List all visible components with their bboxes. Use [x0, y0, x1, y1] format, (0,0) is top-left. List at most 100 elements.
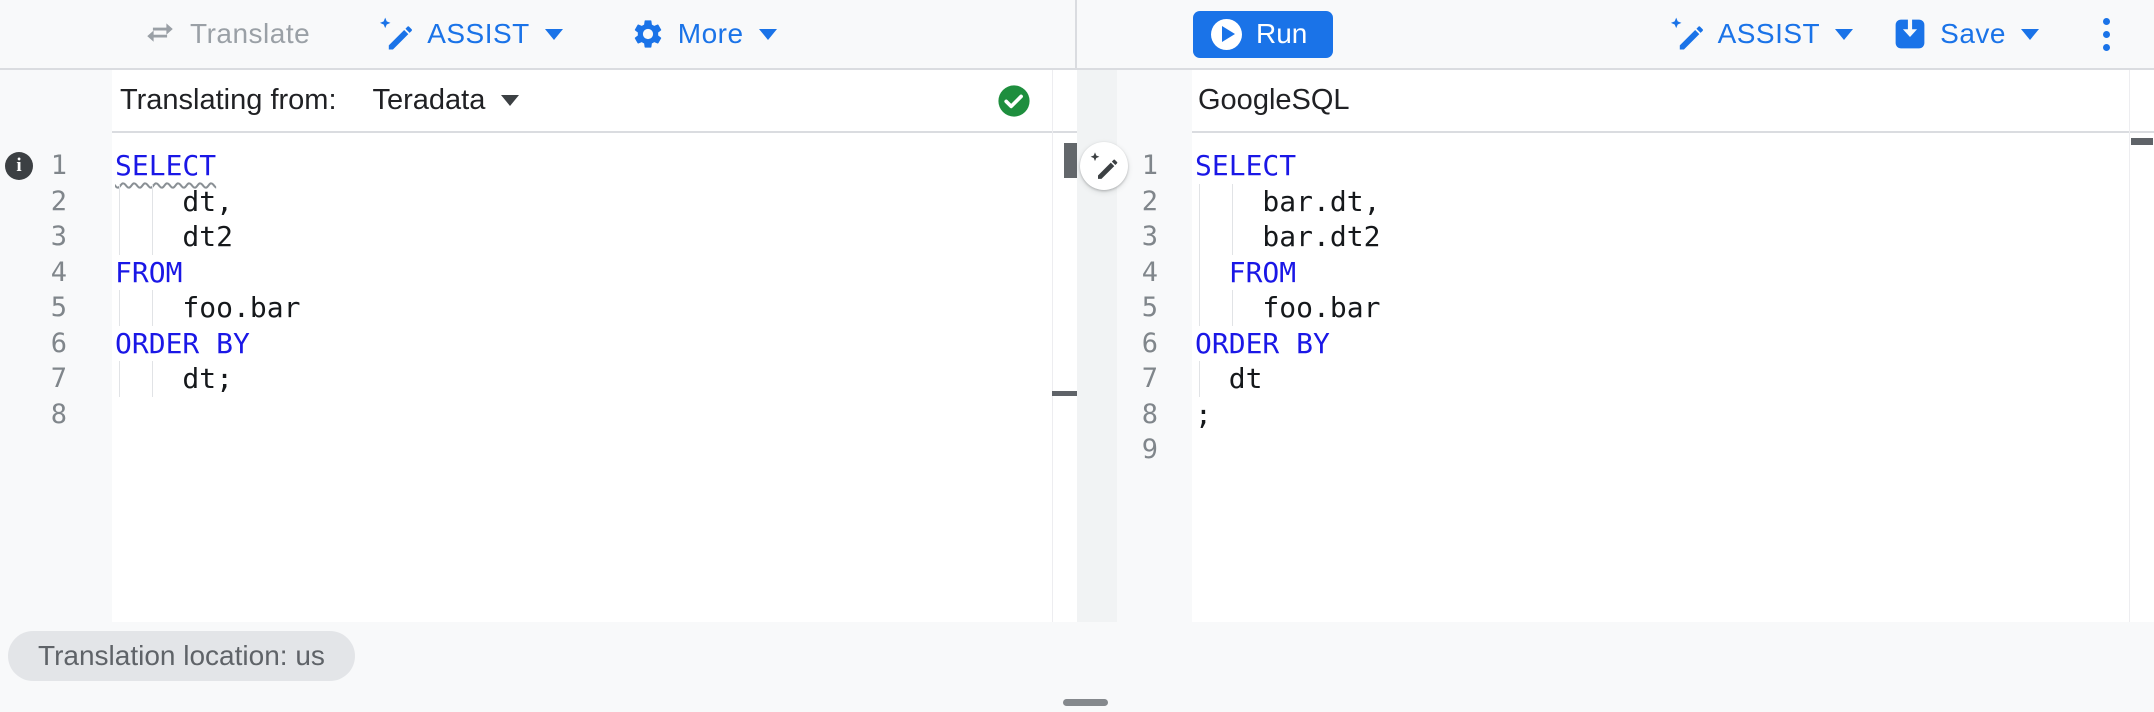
code-line[interactable] [1195, 432, 2154, 468]
translating-from-label: Translating from: [120, 84, 337, 116]
code-line[interactable]: SELECT [1195, 148, 2154, 184]
indent-guide [1199, 183, 1200, 219]
run-label: Run [1256, 18, 1308, 49]
sql-text: foo.bar [1195, 291, 1381, 324]
indent-guide [1199, 219, 1200, 255]
assist-button[interactable]: ASSIST [378, 16, 563, 52]
chevron-down-icon [2021, 28, 2039, 40]
sql-text: bar.dt2 [1195, 220, 1381, 253]
line-number: 2 [50, 185, 67, 217]
run-button[interactable]: Run [1193, 10, 1334, 58]
save-icon [1893, 17, 1927, 51]
target-dialect-label: GoogleSQL [1198, 84, 1350, 116]
indent-guide [1232, 290, 1233, 326]
assist-wand-button[interactable] [1080, 142, 1128, 190]
chevron-down-icon [1835, 28, 1854, 40]
indent-guide [1199, 290, 1200, 326]
overview-ruler-marker [1052, 391, 1077, 396]
save-label: Save [1940, 18, 2006, 49]
pen-spark-icon [1089, 151, 1119, 181]
code-line[interactable]: SELECT [115, 148, 1077, 184]
translation-location-label: Translation location: us [38, 640, 325, 671]
indent-guide [1199, 361, 1200, 397]
source-dialect-select[interactable]: Teradata [367, 83, 526, 118]
code-line[interactable]: FROM [115, 255, 1077, 291]
code-line[interactable]: dt; [115, 361, 1077, 397]
translate-label: Translate [190, 18, 311, 49]
indent-guide [119, 219, 120, 255]
toolbar: Translate ASSIST More Run [0, 0, 2154, 70]
code-line[interactable]: dt2 [115, 219, 1077, 255]
sql-text: dt, [115, 184, 234, 218]
gear-icon [631, 17, 665, 51]
line-number: 8 [50, 398, 67, 430]
kebab-menu-icon[interactable] [2097, 12, 2116, 57]
chevron-down-icon [544, 28, 563, 40]
code-line[interactable] [115, 397, 1077, 433]
check-circle-icon [997, 84, 1031, 118]
translation-location-chip: Translation location: us [8, 631, 355, 681]
more-label: More [677, 18, 744, 49]
line-number: 7 [1141, 363, 1158, 394]
line-number: 9 [1141, 434, 1158, 465]
code-line[interactable]: dt, [115, 183, 1077, 219]
sql-keyword: ORDER BY [1195, 326, 1330, 360]
indent-guide [152, 290, 153, 326]
sql-keyword: FROM [115, 255, 183, 289]
indent-guide [1232, 183, 1233, 219]
toolbar-left: Translate ASSIST More [0, 0, 1077, 68]
translate-button[interactable]: Translate [143, 17, 310, 51]
indent-guide [119, 361, 120, 397]
scrollbar-thumb[interactable] [1064, 143, 1077, 178]
save-button[interactable]: Save [1893, 17, 2039, 51]
pen-spark-icon [1669, 16, 1705, 52]
source-panel-header: Translating from: Teradata [112, 70, 1077, 133]
code-line[interactable]: foo.bar [115, 290, 1077, 326]
more-button[interactable]: More [631, 17, 777, 51]
chevron-down-icon [758, 28, 777, 40]
line-number: 3 [50, 221, 67, 252]
sql-text: dt [1195, 362, 1263, 395]
target-panel-header: GoogleSQL [1192, 70, 2154, 133]
scrollbar-track [2129, 70, 2130, 622]
resize-drag-handle[interactable] [1063, 699, 1108, 706]
assist-label: ASSIST [1717, 18, 1821, 49]
code-line[interactable]: bar.dt, [1195, 183, 2154, 219]
indent-guide [119, 183, 120, 219]
line-number: 3 [1141, 221, 1158, 252]
code-line[interactable]: dt [1195, 361, 2154, 397]
sql-text: foo.bar [115, 291, 301, 324]
indent-guide [1232, 219, 1233, 255]
pen-spark-icon [378, 16, 414, 52]
source-panel-body: Translating from: Teradata SELECT dt, dt… [112, 70, 1077, 622]
dialect-value: Teradata [372, 84, 486, 116]
chevron-down-icon [501, 95, 520, 106]
code-line[interactable]: FROM [1195, 254, 2154, 290]
indent-guide [119, 290, 120, 326]
code-line[interactable]: bar.dt2 [1195, 219, 2154, 255]
indent-guide [152, 361, 153, 397]
info-icon[interactable]: i [5, 152, 33, 180]
code-line[interactable]: ORDER BY [115, 326, 1077, 362]
code-line[interactable]: ORDER BY [1195, 326, 2154, 362]
footer: Translation location: us [0, 622, 2154, 712]
overview-ruler-marker [2131, 138, 2153, 145]
code-line[interactable]: ; [1195, 397, 2154, 433]
line-number: 1 [1141, 150, 1158, 181]
sql-text: bar.dt, [1195, 184, 1381, 218]
line-number: 5 [1141, 292, 1158, 323]
line-number: 7 [50, 363, 67, 394]
assist-button-right[interactable]: ASSIST [1669, 16, 1854, 52]
toolbar-divider [1075, 0, 1077, 68]
line-number: 4 [50, 256, 67, 288]
code-line[interactable]: foo.bar [1195, 290, 2154, 326]
toolbar-right: Run ASSIST Save [1117, 0, 2154, 68]
